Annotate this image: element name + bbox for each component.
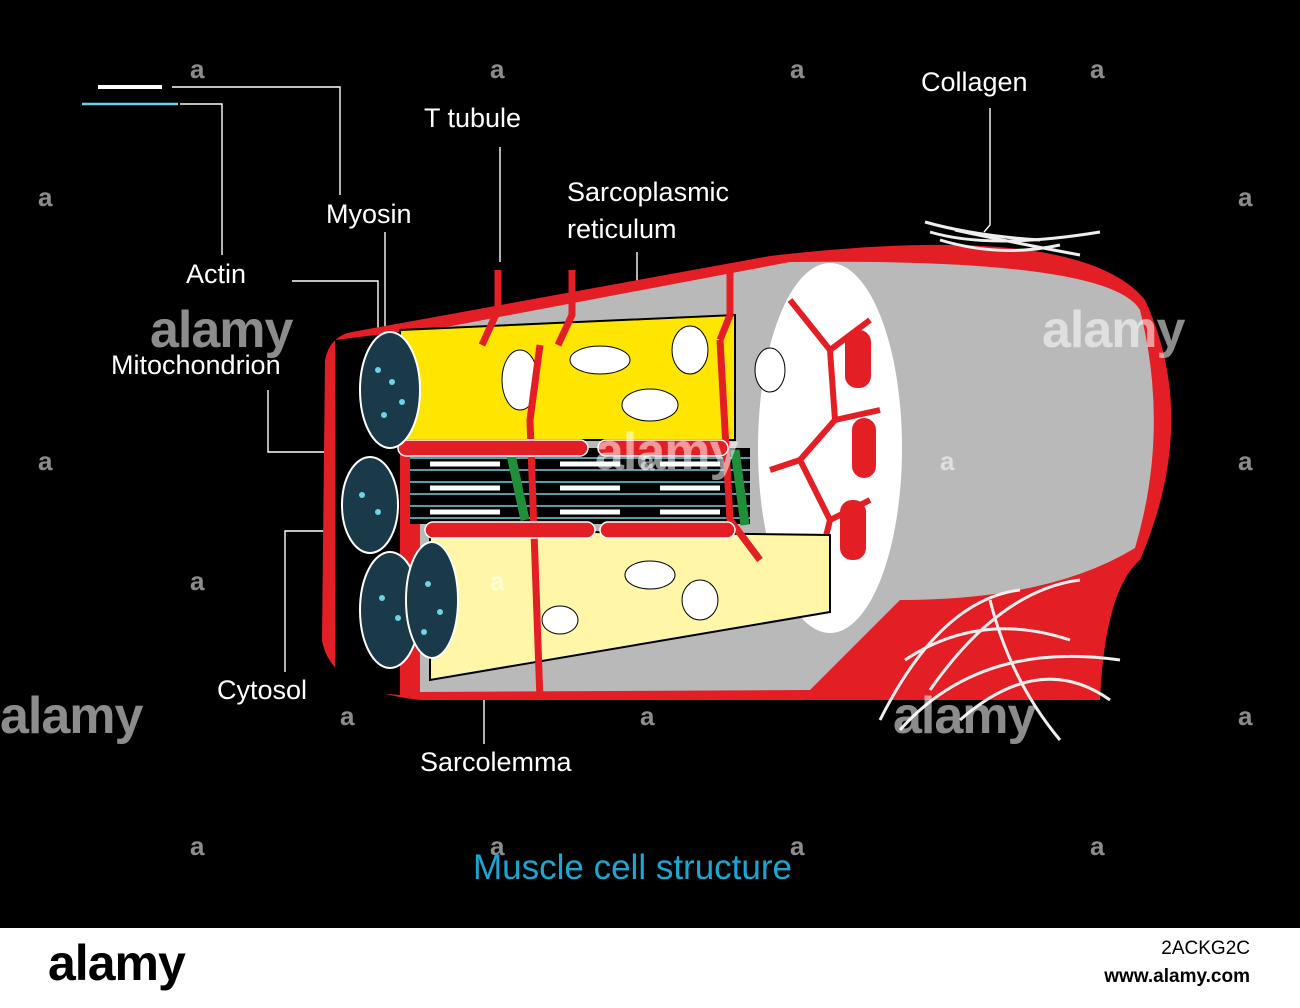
svg-text:a: a [490,831,505,861]
svg-text:a: a [940,446,955,476]
svg-text:a: a [1238,446,1253,476]
watermark-footer: alamy 2ACKG2C www.alamy.com [0,928,1300,1008]
mitochondrion-leader [267,390,345,453]
svg-text:a: a [490,54,505,84]
t-tubule-label: T tubule [424,103,522,133]
image-id: 2ACKG2C [1161,938,1250,959]
svg-text:a: a [1238,701,1253,731]
cytosol-label: Cytosol [217,675,308,705]
collagen-leader [983,108,991,233]
myofibril-filaments [410,457,750,519]
collagen-fibers-bottom [878,578,1121,741]
t-tubules [478,270,763,701]
svg-text:a: a [190,831,205,861]
svg-text:a: a [38,182,53,212]
svg-text:a: a [190,566,205,596]
svg-text:a: a [1238,182,1253,212]
muscle-fiber-cylinder [322,220,1172,741]
actin-leader [180,103,223,255]
cross-section-mitochondria [840,330,876,560]
svg-text:a: a [490,566,505,596]
watermark-markers: a a a a a a a a a a a a a a a a a a a [38,54,1253,861]
watermark-brand: alamy [0,687,143,745]
diagram-title: Muscle cell structure [473,848,792,887]
myosin-label: Myosin [326,199,412,229]
myosin-leader [172,86,341,195]
svg-text:a: a [790,831,805,861]
myosin-filaments [430,461,720,515]
reticulum-vesicles [501,325,786,635]
myofibril-cross-sections [341,331,459,669]
watermark-brand: alamy [150,301,293,359]
collagen-label: Collagen [921,67,1028,97]
sarcoplasmic-label-line1: Sarcoplasmic [567,177,730,207]
svg-text:a: a [640,446,655,476]
svg-text:a: a [790,54,805,84]
svg-text:a: a [1090,831,1105,861]
sarcoplasmic-label-line2: reticulum [567,214,677,244]
watermark-brand: alamy [893,687,1036,745]
svg-text:a: a [340,701,355,731]
svg-text:a: a [640,701,655,731]
myofibril-cross-dots [359,367,443,635]
svg-text:a: a [38,446,53,476]
watermark-url: www.alamy.com [1104,966,1250,987]
watermark-brand: alamy [1042,301,1185,359]
collagen-fibers-top [924,220,1101,257]
sarcolemma-label: Sarcolemma [420,747,572,777]
watermark-logo: alamy [48,935,186,991]
mitochondria-strip [397,439,736,539]
actin-label: Actin [186,259,247,289]
z-lines [505,449,750,526]
watermark-brand: alamy [595,423,738,481]
svg-text:a: a [1090,54,1105,84]
actin-pointer [292,280,379,345]
mitochondrion-label: Mitochondrion [111,350,281,380]
svg-text:a: a [190,54,205,84]
